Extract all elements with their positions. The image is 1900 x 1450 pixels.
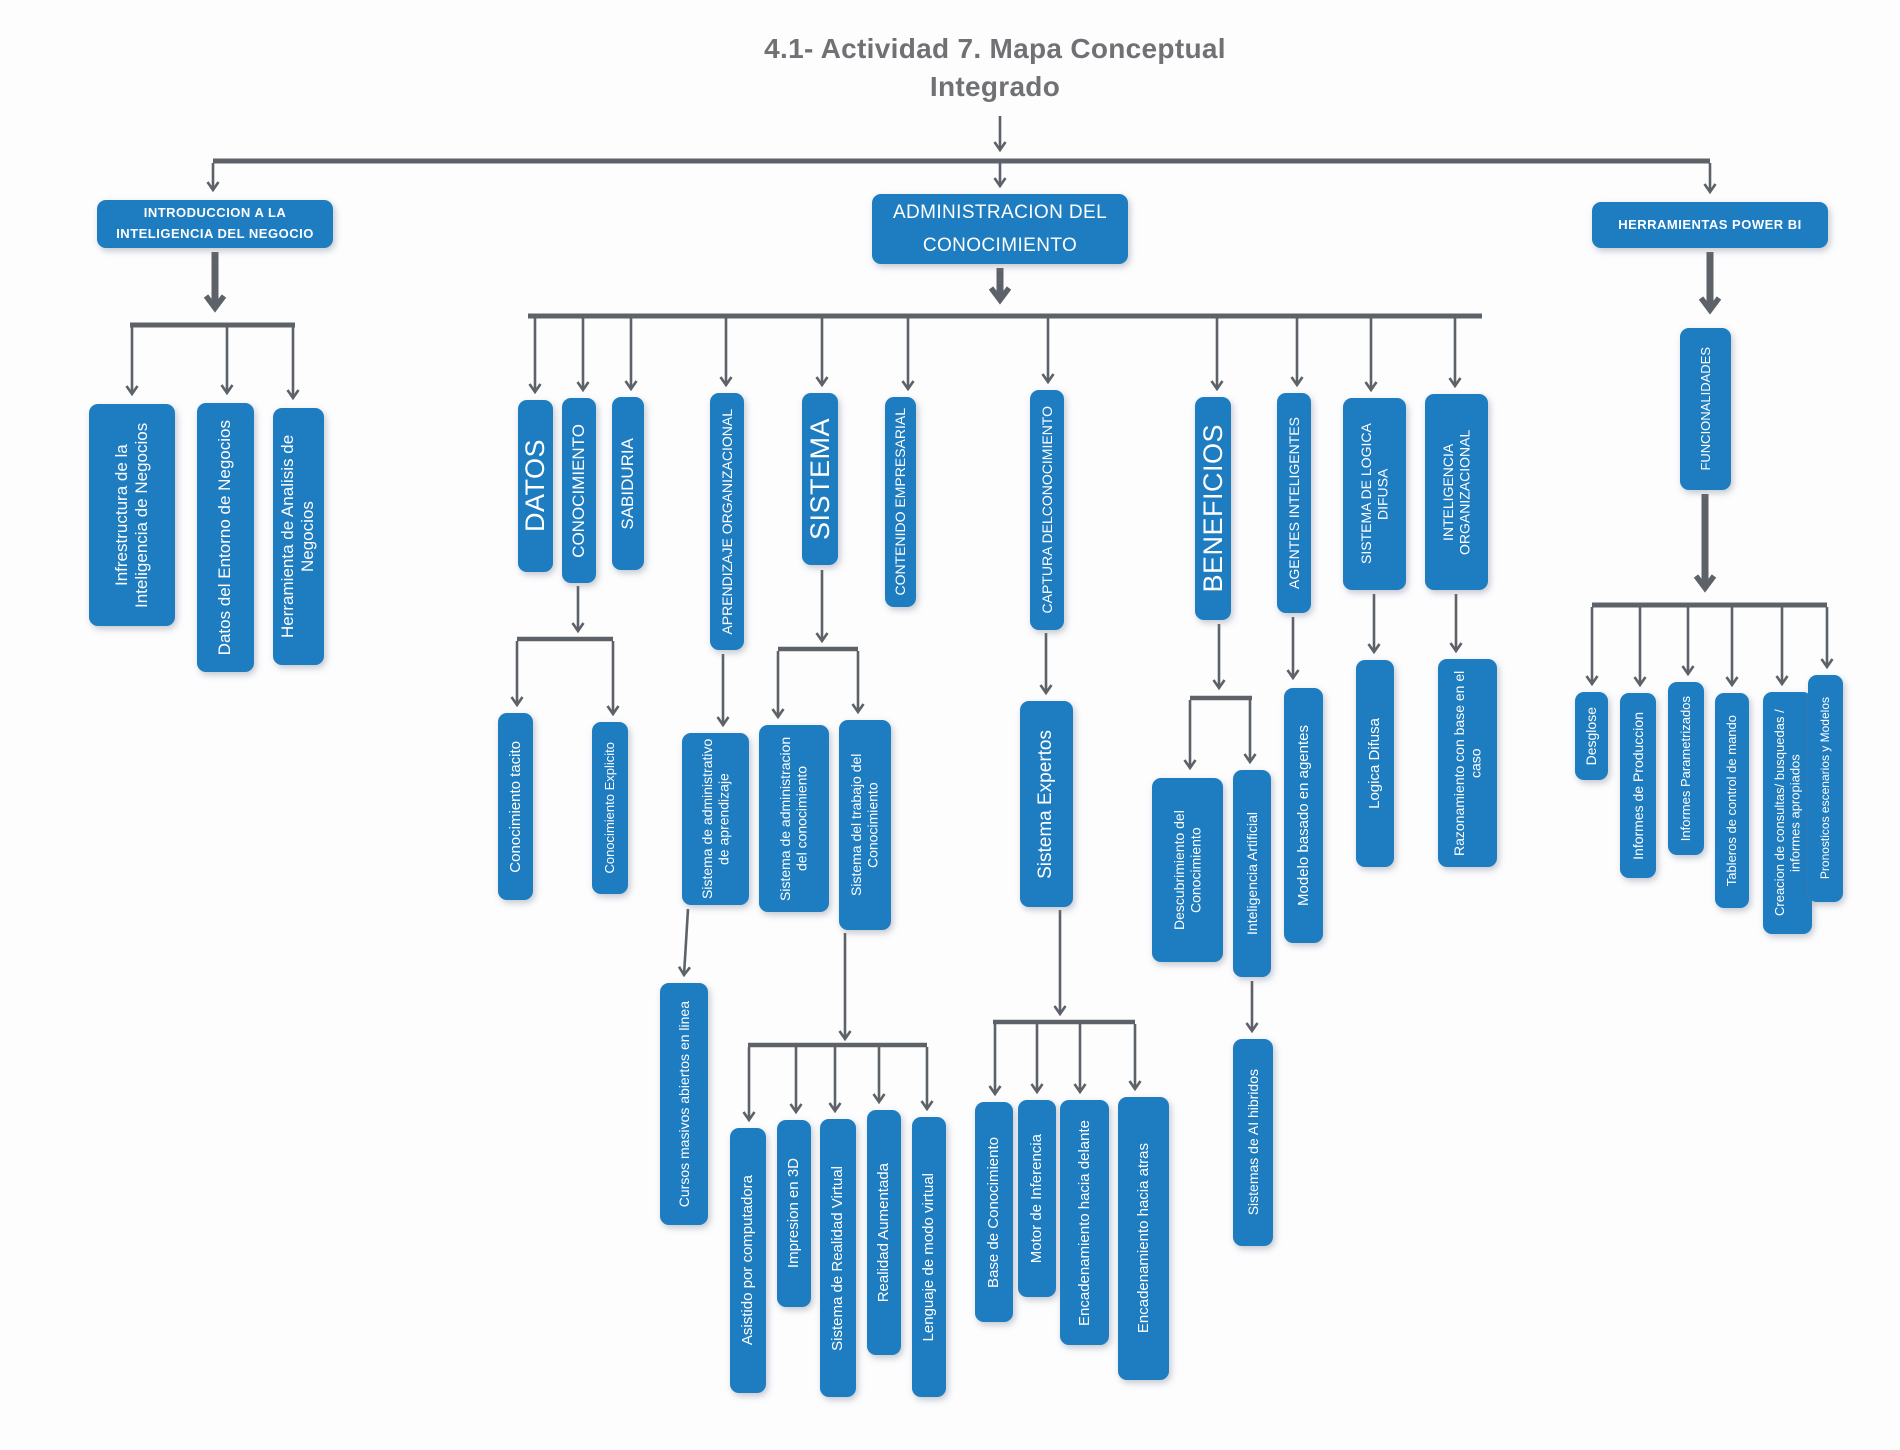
node-herramienta-analisis-label: Herramienta de Analisis de Negocios [278, 434, 318, 639]
node-creacion-label: Creacion de consultas/ busquedas / infor… [1772, 709, 1803, 917]
node-impresion-label: Impresion en 3D [785, 1158, 803, 1269]
node-agentes-label: AGENTES INTELIGENTES [1285, 417, 1302, 589]
node-encadenamiento-atras-label: Encadenamiento hacia atras [1134, 1143, 1152, 1334]
node-desglose-label: Desglose [1583, 706, 1600, 766]
node-motor-label: Motor de Inferencia [1028, 1133, 1046, 1264]
node-funcionalidades: FUNCIONALIDADES [1680, 328, 1731, 490]
node-intel-org-label: INTELIGENCIA ORGANIZACIONAL [1439, 429, 1473, 555]
diagram-title-line2: Integrado [929, 71, 1061, 102]
node-informes-parametrizados: Informes Parametrizados [1668, 682, 1704, 855]
node-expertos-label: Sistema Expertos [1035, 729, 1057, 879]
node-sistema: SISTEMA [802, 393, 838, 565]
node-herramienta-analisis: Herramienta de Analisis de Negocios [273, 408, 324, 665]
node-desglose: Desglose [1575, 692, 1608, 780]
node-contenido-empresarial: CONTENIDO EMPRESARIAL [885, 397, 916, 607]
node-ai-hibridos-label: Sistemas de AI hibridos [1244, 1069, 1261, 1216]
node-inteligencia-artificial: Inteligencia Artificial [1233, 770, 1271, 977]
node-datos-label: DATOS [520, 439, 550, 533]
node-descubrimiento-conocimiento: Descubrimiento del Conocimiento [1152, 778, 1223, 962]
node-sist-adm-aprendizaje-label: Sistema de administrativo de aprendizaje [698, 738, 732, 900]
node-encadenamiento-atras: Encadenamiento hacia atras [1118, 1097, 1169, 1380]
node-infrestructura: Infrestructura de la Inteligencia de Neg… [89, 404, 175, 626]
node-realidad-aumentada: Realidad Aumentada [867, 1110, 901, 1355]
node-beneficios: BENEFICIOS [1195, 397, 1231, 620]
node-realidad-virtual-label: Sistema de Realidad Virtual [829, 1165, 847, 1351]
node-asistido-label: Asistido por computadora [739, 1175, 757, 1346]
node-sistema-logica-label: SISTEMA DE LOGICA DIFUSA [1357, 423, 1391, 565]
node-motor-inferencia: Motor de Inferencia [1018, 1100, 1056, 1297]
node-beneficios-label: BENEFICIOS [1197, 424, 1228, 593]
node-base-conocimiento: Base de Conocimiento [975, 1102, 1013, 1322]
node-inteligencia-artificial-label: Inteligencia Artificial [1243, 812, 1260, 935]
node-creacion-consultas: Creacion de consultas/ busquedas / infor… [1763, 692, 1812, 934]
node-lenguaje-modo-virtual: Lenguaje de modo virtual [912, 1117, 946, 1397]
node-datos-entorno: Datos del Entorno de Negocios [197, 403, 254, 672]
node-modelo-basado-agentes: Modelo basado en agentes [1284, 688, 1323, 943]
node-pronosticos-escenarios: Pronosticos escenarios y Modelos [1808, 675, 1843, 902]
node-cursos-label: Cursos masivos abiertos en linea [675, 1000, 692, 1208]
node-captura-label: CAPTURA DELCONOCIMIENTO [1038, 406, 1055, 614]
node-sistema-logica-difusa: SISTEMA DE LOGICA DIFUSA [1343, 398, 1406, 590]
node-informes-produccion-label: Informes de Produccion [1629, 711, 1646, 860]
node-tableros-control-mando: Tableros de control de mando [1715, 693, 1749, 908]
node-funcionalidades-label: FUNCIONALIDADES [1697, 347, 1713, 471]
node-encadenamiento-delante-label: Encadenamiento hacia delante [1075, 1119, 1093, 1326]
node-contenido-label: CONTENIDO EMPRESARIAL [892, 408, 909, 596]
node-logica-difusa: Logica Difusa [1356, 660, 1394, 867]
node-sistema-administracion-conocimiento: Sistema de administracion del conocimien… [759, 725, 829, 912]
node-sistema-label: SISTEMA [804, 417, 835, 541]
diagram-title-line1: 4.1- Actividad 7. Mapa Conceptual [764, 33, 1226, 64]
node-sistema-expertos: Sistema Expertos [1020, 701, 1073, 907]
node-razonamiento-label: Razonamiento con base en el caso [1450, 670, 1484, 856]
node-introduccion-inteligencia-negocio: INTRODUCCION A LA INTELIGENCIA DEL NEGOC… [97, 200, 333, 248]
node-conocimiento-tacito: Conocimiento tacito [498, 713, 533, 900]
node-sabiduria: SABIDURIA [612, 397, 644, 570]
node-explicito-label: Conocimiento Explicito [602, 742, 618, 874]
node-lenguaje-label: Lenguaje de modo virtual [920, 1172, 938, 1342]
node-asistido-computadora: Asistido por computadora [730, 1128, 766, 1393]
diagram-title: 4.1- Actividad 7. Mapa Conceptual Integr… [645, 30, 1345, 106]
node-informes-param-label: Informes Parametrizados [1678, 695, 1694, 842]
node-herramientas-power-bi: HERRAMIENTAS POWER BI [1592, 202, 1828, 248]
node-captura-conocimiento: CAPTURA DELCONOCIMIENTO [1030, 390, 1064, 630]
node-datos-entorno-label: Datos del Entorno de Negocios [215, 419, 235, 656]
node-descubrimiento-label: Descubrimiento del Conocimiento [1170, 810, 1204, 930]
node-agentes-inteligentes: AGENTES INTELIGENTES [1277, 393, 1311, 613]
node-modelo-agentes-label: Modelo basado en agentes [1294, 725, 1312, 906]
node-sistema-administrativo-aprendizaje: Sistema de administrativo de aprendizaje [682, 733, 749, 905]
node-aprendizaje-label: APRENDIZAJE ORGANIZACIONAL [718, 408, 735, 635]
node-realidad-virtual: Sistema de Realidad Virtual [820, 1119, 856, 1397]
node-conocimiento-label: CONOCIMIENTO [568, 423, 588, 558]
node-base-conocimiento-label: Base de Conocimiento [985, 1136, 1003, 1288]
node-realidad-aumentada-label: Realidad Aumentada [875, 1162, 893, 1303]
node-aprendizaje-organizacional: APRENDIZAJE ORGANIZACIONAL [710, 393, 744, 650]
node-tacito-label: Conocimiento tacito [506, 740, 524, 873]
node-conocimiento: CONOCIMIENTO [562, 398, 596, 583]
node-sist-adm-conocimiento-label: Sistema de administracion del conocimien… [777, 736, 810, 901]
node-encadenamiento-delante: Encadenamiento hacia delante [1060, 1100, 1109, 1345]
node-sist-trabajo-label: Sistema del trabajo del Conocimiento [848, 753, 881, 897]
node-infrestructura-label: Infrestructura de la Inteligencia de Neg… [111, 422, 151, 608]
node-razonamiento-caso: Razonamiento con base en el caso [1438, 659, 1497, 867]
node-sabiduria-label: SABIDURIA [617, 437, 637, 530]
node-sistemas-ai-hibridos: Sistemas de AI hibridos [1233, 1039, 1273, 1246]
node-tableros-label: Tableros de control de mando [1724, 714, 1740, 887]
node-logica-difusa-label: Logica Difusa [1366, 718, 1384, 809]
node-informes-produccion: Informes de Produccion [1620, 693, 1656, 878]
node-impresion-3d: Impresion en 3D [777, 1120, 811, 1307]
node-conocimiento-explicito: Conocimiento Explicito [592, 722, 628, 894]
node-pronosticos-label: Pronosticos escenarios y Modelos [1818, 697, 1833, 880]
node-datos: DATOS [518, 400, 553, 572]
node-administracion-conocimiento: ADMINISTRACION DEL CONOCIMIENTO [872, 194, 1128, 264]
node-cursos-masivos: Cursos masivos abiertos en linea [660, 983, 708, 1225]
node-sistema-trabajo-conocimiento: Sistema del trabajo del Conocimiento [839, 720, 891, 930]
node-inteligencia-organizacional: INTELIGENCIA ORGANIZACIONAL [1425, 394, 1488, 590]
thin-arrows [125, 116, 1834, 1123]
